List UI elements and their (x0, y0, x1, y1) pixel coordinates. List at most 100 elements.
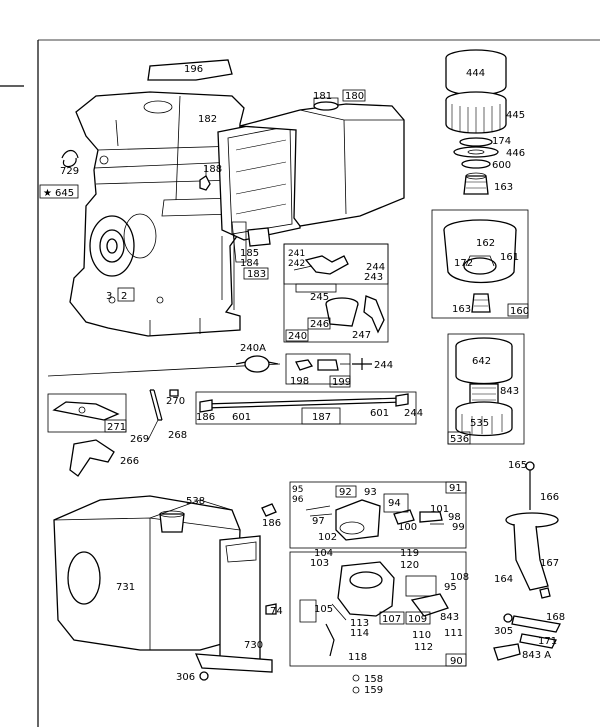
fitting-244b (352, 358, 372, 370)
fuel-filter-240A (235, 355, 279, 373)
label-166: 166 (540, 492, 559, 503)
label-601-left: 601 (232, 412, 251, 423)
label-3: 3 (106, 291, 112, 302)
label-171: 171 (538, 636, 557, 647)
label-270: 270 (166, 396, 185, 407)
bracket-185-184 (231, 221, 271, 263)
label-843-mid: 843 (440, 612, 459, 623)
assembly-box-536 (447, 333, 525, 445)
label-642: 642 (472, 356, 491, 367)
label-269: 269 (130, 434, 149, 445)
label-600: 600 (492, 160, 511, 171)
box-92 (335, 485, 357, 498)
label-729: 729 (60, 166, 79, 177)
spring-166 (525, 461, 535, 510)
box-109 (405, 611, 431, 625)
bolt-186b (261, 503, 277, 517)
label-243: 243 (364, 272, 383, 283)
box-107 (379, 611, 405, 625)
label-103: 103 (310, 558, 329, 569)
label-245: 245 (310, 292, 329, 303)
label-645: 645 (55, 188, 74, 199)
label-444: 444 (466, 68, 485, 79)
screw-167 (539, 587, 551, 599)
label-244-mid: 244 (374, 360, 393, 371)
box-91 (445, 481, 467, 494)
label-187: 187 (312, 412, 331, 423)
label-199: 199 (332, 377, 351, 388)
label-730: 730 (244, 640, 263, 651)
label-180: 180 (345, 91, 364, 102)
label-271: 271 (107, 422, 126, 433)
label-105: 105 (314, 604, 333, 615)
box-180 (342, 89, 366, 102)
bracket-730 (194, 535, 273, 673)
plate-164 (505, 512, 559, 591)
label-183: 183 (247, 269, 266, 280)
link-168 (511, 615, 561, 633)
label-843-top: 843 (500, 386, 519, 397)
label-111: 111 (444, 628, 463, 639)
label-104: 104 (314, 548, 333, 559)
label-107: 107 (382, 614, 401, 625)
label-174: 174 (492, 136, 511, 147)
label-97: 97 (312, 516, 325, 527)
assembly-box-160 (431, 209, 529, 319)
tab-843A (493, 643, 521, 661)
label-268: 268 (168, 430, 187, 441)
screws-158-159 (352, 674, 360, 694)
filter-element-445 (445, 91, 507, 134)
label-114: 114 (350, 628, 369, 639)
label-198: 198 (290, 376, 309, 387)
label-93: 93 (364, 487, 377, 498)
label-113: 113 (350, 618, 369, 629)
label-100: 100 (398, 522, 417, 533)
label-162: 162 (476, 238, 495, 249)
box-645 (39, 184, 79, 199)
label-161: 161 (500, 252, 519, 263)
label-167: 167 (540, 558, 559, 569)
label-247: 247 (352, 330, 371, 341)
label-185: 185 (240, 248, 259, 259)
screw-74 (265, 603, 277, 615)
label-90: 90 (450, 656, 463, 667)
washer-446 (453, 146, 499, 158)
label-244-right: 244 (404, 408, 423, 419)
label-446: 446 (506, 148, 525, 159)
label-95-top: 95 (292, 485, 303, 495)
label-266: 266 (120, 456, 139, 467)
link-266 (69, 439, 115, 477)
label-182: 182 (198, 114, 217, 125)
assembly-box-91 (289, 481, 467, 549)
label-186-mid: 186 (196, 412, 215, 423)
box-187 (301, 407, 341, 425)
label-601-right: 601 (370, 408, 389, 419)
bracket-271 (47, 393, 127, 433)
label-99: 99 (452, 522, 465, 533)
label-94: 94 (388, 498, 401, 509)
label-110: 110 (412, 630, 431, 641)
label-306: 306 (176, 672, 195, 683)
divider-line (47, 363, 281, 377)
seal-600 (461, 159, 491, 169)
label-118: 118 (348, 652, 367, 663)
screw-270 (169, 389, 179, 397)
label-120: 120 (400, 560, 419, 571)
shroud-731 (53, 495, 241, 651)
box-199 (329, 375, 351, 388)
label-168: 168 (546, 612, 565, 623)
label-843A: 843 A (522, 650, 551, 661)
label-240: 240 (288, 331, 307, 342)
label-102: 102 (318, 532, 337, 543)
control-rod-box-187 (195, 391, 417, 425)
label-535: 535 (470, 418, 489, 429)
label-165: 165 (508, 460, 527, 471)
label-246: 246 (310, 319, 329, 330)
label-164: 164 (494, 574, 513, 585)
label-242: 242 (288, 259, 305, 269)
label-119: 119 (400, 548, 419, 559)
star-645: ★ (43, 188, 52, 199)
label-109: 109 (408, 614, 427, 625)
box-90 (445, 653, 467, 667)
